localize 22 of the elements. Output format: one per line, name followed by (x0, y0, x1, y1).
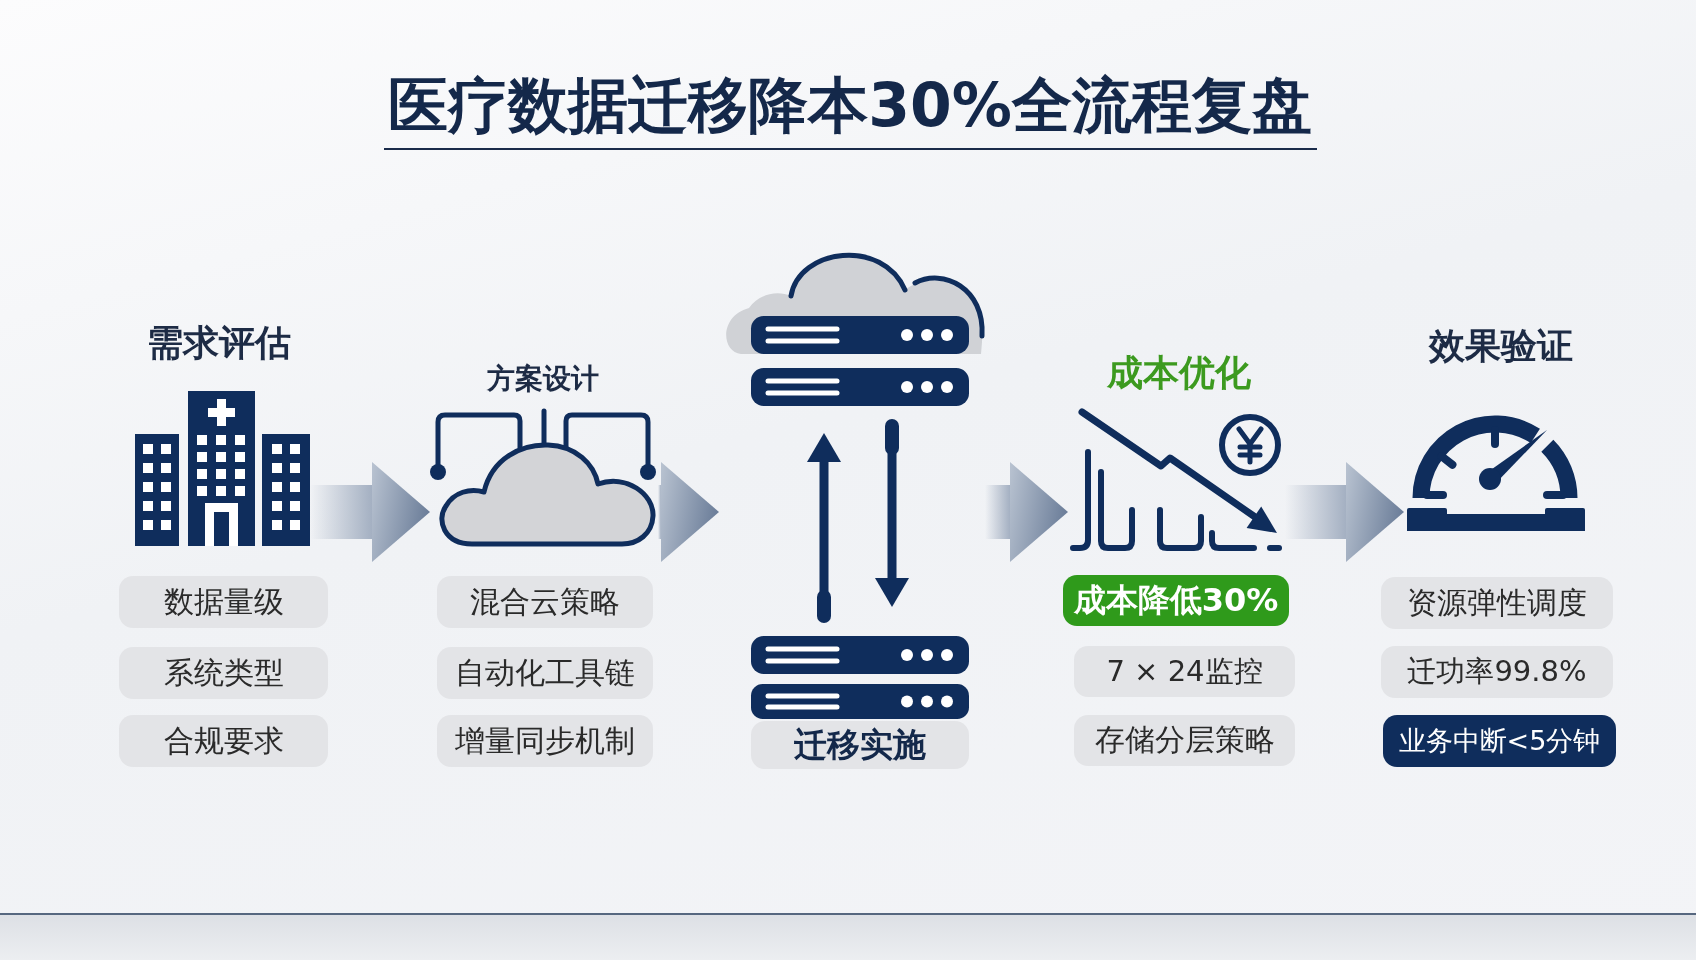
flow-arrow (985, 462, 1068, 562)
cloud-network-icon (430, 408, 658, 548)
feature-tag: 资源弹性调度 (1381, 577, 1613, 629)
feature-tag: 存储分层策略 (1074, 715, 1295, 766)
highlight-tag: 业务中断<5分钟 (1383, 715, 1616, 767)
title: 医疗数据迁移降本30%全流程复盘 (388, 72, 1312, 138)
hospital-icon (135, 391, 310, 546)
stage-heading: 需求评估 (147, 322, 291, 364)
feature-tag: 迁功率99.8% (1381, 646, 1613, 698)
feature-tag: 混合云策略 (437, 576, 653, 628)
stage-heading: 效果验证 (1429, 325, 1573, 367)
feature-tag: 自动化工具链 (437, 647, 653, 699)
feature-tag: 增量同步机制 (437, 715, 653, 767)
highlight-tag: 成本降低30% (1063, 575, 1289, 626)
stage-heading-tag: 迁移实施 (751, 721, 969, 769)
flow-arrow (658, 462, 719, 562)
feature-tag: 7 × 24监控 (1074, 646, 1295, 697)
stage-heading: 方案设计 (487, 362, 599, 395)
stage-heading: 成本优化 (1107, 352, 1251, 394)
feature-tag: 合规要求 (119, 715, 328, 767)
feature-tag: 数据量级 (119, 576, 328, 628)
feature-tag: 系统类型 (119, 647, 328, 699)
